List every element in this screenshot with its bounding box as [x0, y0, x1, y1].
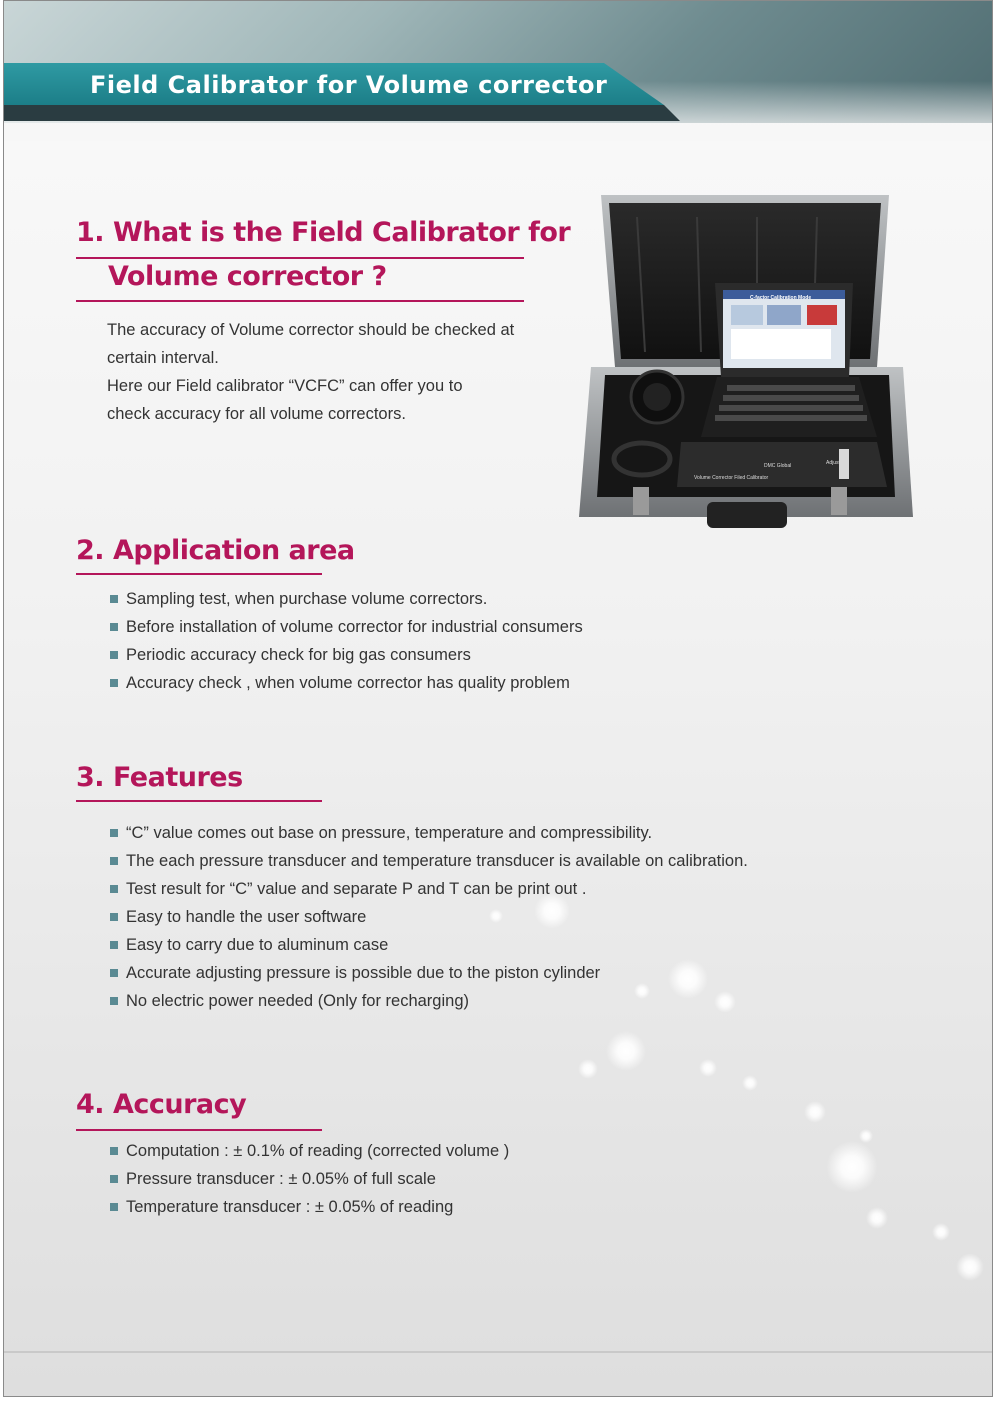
page-frame: Field Calibrator for Volume corrector 1.… [3, 0, 993, 1397]
list-item: No electric power needed (Only for recha… [110, 987, 748, 1015]
section1-paragraph: The accuracy of Volume corrector should … [107, 316, 514, 428]
list-item-text: Easy to carry due to aluminum case [126, 936, 389, 954]
bullet-square-icon [110, 857, 118, 865]
list-item-text: Test result for “C” value and separate P… [126, 880, 587, 898]
list-item-text: Pressure transducer : ± 0.05% of full sc… [126, 1170, 436, 1188]
list-item-text: “C” value comes out base on pressure, te… [126, 824, 653, 842]
section4-rule [76, 1129, 322, 1131]
list-item: Before installation of volume corrector … [110, 613, 583, 641]
list-item-text: Accuracy check , when volume corrector h… [126, 674, 570, 692]
page-title: Field Calibrator for Volume corrector [90, 71, 608, 99]
list-item: Periodic accuracy check for big gas cons… [110, 641, 583, 669]
list-item: Test result for “C” value and separate P… [110, 875, 748, 903]
list-item: Sampling test, when purchase volume corr… [110, 585, 583, 613]
list-item-text: Periodic accuracy check for big gas cons… [126, 646, 471, 664]
bullet-square-icon [110, 969, 118, 977]
accuracy-list: Computation : ± 0.1% of reading (correct… [110, 1137, 509, 1221]
list-item-text: The each pressure transducer and tempera… [126, 852, 748, 870]
calibrator-case-image [579, 195, 913, 528]
list-item: Easy to handle the user software [110, 903, 748, 931]
section1-title-line1: 1. What is the Field Calibrator for [76, 217, 571, 248]
title-banner [4, 63, 664, 105]
section3-title: 3. Features [76, 762, 243, 793]
laptop-screen-title: C-factor Calibration Mode [750, 295, 812, 301]
device-name-label: Volume Corrector Filed Calibrator [694, 475, 769, 481]
bullet-square-icon [110, 829, 118, 837]
list-item: Computation : ± 0.1% of reading (correct… [110, 1137, 509, 1165]
section1-line: The accuracy of Volume corrector should … [107, 321, 515, 339]
list-item-text: Before installation of volume corrector … [126, 618, 583, 636]
list-item: The each pressure transducer and tempera… [110, 847, 748, 875]
section1-rule-1 [76, 257, 524, 259]
list-item: Accurate adjusting pressure is possible … [110, 959, 748, 987]
list-item: “C” value comes out base on pressure, te… [110, 819, 748, 847]
bullet-square-icon [110, 679, 118, 687]
bullet-square-icon [110, 1175, 118, 1183]
section2-title: 2. Application area [76, 535, 355, 566]
section2-rule [76, 573, 322, 575]
bullet-square-icon [110, 997, 118, 1005]
bullet-square-icon [110, 941, 118, 949]
list-item-text: No electric power needed (Only for recha… [126, 992, 469, 1010]
list-item-text: Temperature transducer : ± 0.05% of read… [126, 1198, 454, 1216]
banner-shadow [4, 105, 680, 121]
bullet-square-icon [110, 651, 118, 659]
list-item-text: Accurate adjusting pressure is possible … [126, 964, 601, 982]
list-item: Temperature transducer : ± 0.05% of read… [110, 1193, 509, 1221]
footer-divider [4, 1351, 992, 1353]
list-item: Pressure transducer : ± 0.05% of full sc… [110, 1165, 509, 1193]
section1-line: certain interval. [107, 349, 219, 367]
bullet-square-icon [110, 1203, 118, 1211]
section1-title-line2: Volume corrector ? [108, 261, 387, 292]
list-item-text: Computation : ± 0.1% of reading (correct… [126, 1142, 510, 1160]
list-item-text: Easy to handle the user software [126, 908, 367, 926]
section1-line: Here our Field calibrator “VCFC” can off… [107, 377, 463, 395]
bullet-square-icon [110, 913, 118, 921]
list-item-text: Sampling test, when purchase volume corr… [126, 590, 488, 608]
list-item: Accuracy check , when volume corrector h… [110, 669, 583, 697]
device-adjust-label: Adjust [826, 460, 840, 466]
section3-rule [76, 800, 322, 802]
bullet-square-icon [110, 595, 118, 603]
device-brand-label: DMC Global [764, 463, 792, 469]
bullet-square-icon [110, 623, 118, 631]
bullet-square-icon [110, 885, 118, 893]
application-list: Sampling test, when purchase volume corr… [110, 585, 583, 697]
section1-line: check accuracy for all volume correctors… [107, 405, 406, 423]
list-item: Easy to carry due to aluminum case [110, 931, 748, 959]
bullet-square-icon [110, 1147, 118, 1155]
features-list: “C” value comes out base on pressure, te… [110, 819, 748, 1015]
section1-rule-2 [76, 300, 524, 302]
section4-title: 4. Accuracy [76, 1089, 247, 1120]
